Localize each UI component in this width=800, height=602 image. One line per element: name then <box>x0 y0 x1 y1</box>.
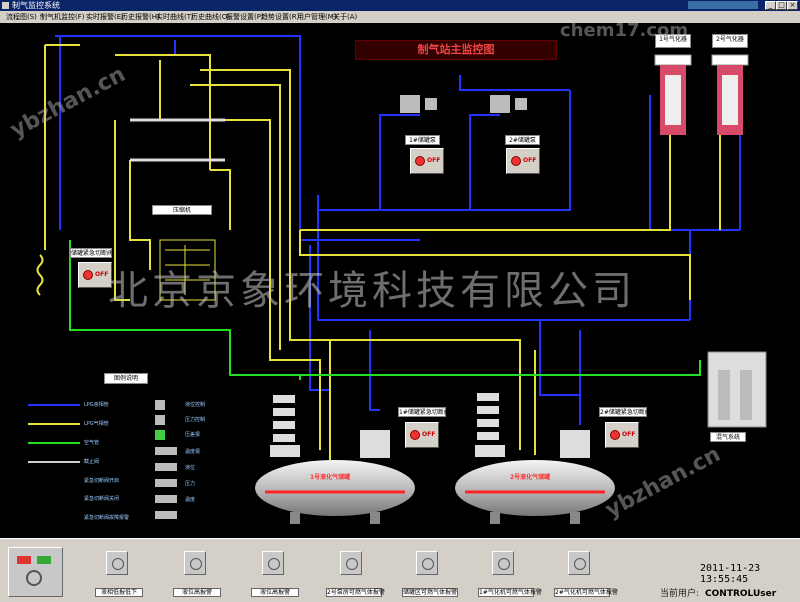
status-light-icon <box>410 430 420 440</box>
alarm-label-2: 液位高报警 <box>173 588 221 597</box>
pump-2-switch[interactable]: OFF <box>506 148 540 174</box>
legend-title: 图例说明 <box>104 373 148 384</box>
alarm-label-7: 2#气化机可燃气体报警 <box>554 588 618 597</box>
alarm-button-6[interactable] <box>492 551 514 575</box>
indicator-label: 温度报 <box>185 449 201 455</box>
legend-item: 截止阀 <box>84 459 100 465</box>
status-light-icon <box>610 430 620 440</box>
off-label: OFF <box>523 157 537 164</box>
emergency-valve-switch-2[interactable]: OFF <box>405 422 439 448</box>
legend-item: 紧急切断阀开启 <box>84 478 120 484</box>
datetime: 2011-11-23 13:55:45 <box>700 563 761 585</box>
menu-item-user-management[interactable]: 用户管理(M) <box>297 13 337 21</box>
menu-item-alarm-settings[interactable]: 报警设置(P) <box>226 13 264 21</box>
user-label: 当前用户: <box>660 589 700 599</box>
menu-item-trend-settings[interactable]: 趋势设置(R) <box>261 13 300 21</box>
off-label: OFF <box>95 271 109 278</box>
alarm-label-6: 1#气化机可燃气体报警 <box>478 588 542 597</box>
indicator-label: 液位 <box>185 465 196 471</box>
indicator-label: 压差报 <box>185 432 201 438</box>
menu-item-flowchart[interactable]: 流程图(S) <box>6 13 37 21</box>
off-label: OFF <box>422 431 436 438</box>
alarm-button-5[interactable] <box>416 551 438 575</box>
emergency-valve-switch-3[interactable]: OFF <box>605 422 639 448</box>
indicator-label: 液位控制 <box>185 402 206 408</box>
dial-icon <box>26 570 42 586</box>
menu-item-realtime-curve[interactable]: 实时曲线(T) <box>156 13 194 21</box>
vaporizer-1-label: 1号气化器 <box>655 34 691 48</box>
legend-item: LPG气相管 <box>84 421 109 427</box>
company-watermark: 北京京象环境科技有限公司 <box>108 268 636 314</box>
indicator-label: 压力控制 <box>185 417 206 423</box>
status-light-icon <box>511 156 521 166</box>
diagram-title: 制气站主监控图 <box>355 40 557 60</box>
indicator-label: 温度 <box>185 497 196 503</box>
current-user: 当前用户: CONTROLUser <box>660 586 776 599</box>
close-button[interactable]: × <box>787 1 798 10</box>
alarm-button-3[interactable] <box>262 551 284 575</box>
tank-1-label: 1号液化气储罐 <box>310 474 351 481</box>
emergency-valve-label-2: 1#储罐紧急切断阀 <box>398 407 450 417</box>
emergency-valve-label-3: 2#储罐紧急切断阀 <box>599 407 651 417</box>
title-right-field <box>688 1 758 9</box>
status-light-icon <box>83 270 93 280</box>
off-label: OFF <box>427 157 441 164</box>
status-footer: 液相低报低下 液位高报警 液位高报警 2号泵房可燃气体报警 储罐区可燃气体报警 … <box>0 538 800 602</box>
process-diagram <box>0 23 800 538</box>
legend-item: LPG液相管 <box>84 402 109 408</box>
indicator-label: 压力 <box>185 481 196 487</box>
alarm-label-5: 储罐区可燃气体报警 <box>402 588 458 597</box>
pump-1-label: 1#储罐泵 <box>405 135 440 145</box>
emergency-valve-label-1: 储罐紧急切断阀 <box>70 248 114 258</box>
mixer-label: 混气系统 <box>710 432 746 442</box>
app-icon <box>2 2 9 9</box>
tank-1-shape <box>255 430 415 524</box>
vaporizer-2-label: 2号气化器 <box>712 34 748 48</box>
menu-item-history-curve[interactable]: 历史曲线(O) <box>191 13 230 21</box>
green-light-icon <box>37 556 51 564</box>
off-label: OFF <box>622 431 636 438</box>
legend-item: 紧急切断阀故障报警 <box>84 515 130 521</box>
compressor-label: 压缩机 <box>152 205 212 215</box>
menu-item-history-alarm[interactable]: 历史报警(H) <box>121 13 160 21</box>
alarm-button-4[interactable] <box>340 551 362 575</box>
title-bar: 制气监控系统 _ □ × <box>0 0 800 11</box>
alarm-label-4: 2号泵房可燃气体报警 <box>326 588 385 597</box>
maximize-button[interactable]: □ <box>776 1 787 10</box>
red-light-icon <box>17 556 31 564</box>
alarm-button-7[interactable] <box>568 551 590 575</box>
window-title: 制气监控系统 <box>12 1 60 10</box>
site-watermark: chem17.com <box>560 20 689 41</box>
menu-item-realtime-alarm[interactable]: 实时报警(E) <box>86 13 124 21</box>
emergency-valve-switch-1[interactable]: OFF <box>78 262 112 288</box>
tank-2-shape <box>455 430 615 524</box>
alarm-label-3: 液位高报警 <box>251 588 299 597</box>
pump-2-label: 2#储罐泵 <box>505 135 540 145</box>
system-control-panel[interactable] <box>8 547 63 597</box>
alarm-button-2[interactable] <box>184 551 206 575</box>
alarm-button-1[interactable] <box>106 551 128 575</box>
menu-item-generator-monitor[interactable]: 制气机监控(F) <box>40 13 85 21</box>
user-value: CONTROLUser <box>705 589 777 599</box>
menu-item-about[interactable]: 关于(A) <box>333 13 358 21</box>
status-light-icon <box>415 156 425 166</box>
alarm-label-1: 液相低报低下 <box>95 588 143 597</box>
legend-item: 紧急切断阀关闭 <box>84 496 120 502</box>
legend-item: 空气管 <box>84 440 100 446</box>
tank-2-label: 2号液化气储罐 <box>510 474 551 481</box>
minimize-button[interactable]: _ <box>765 1 776 10</box>
pump-1-switch[interactable]: OFF <box>410 148 444 174</box>
